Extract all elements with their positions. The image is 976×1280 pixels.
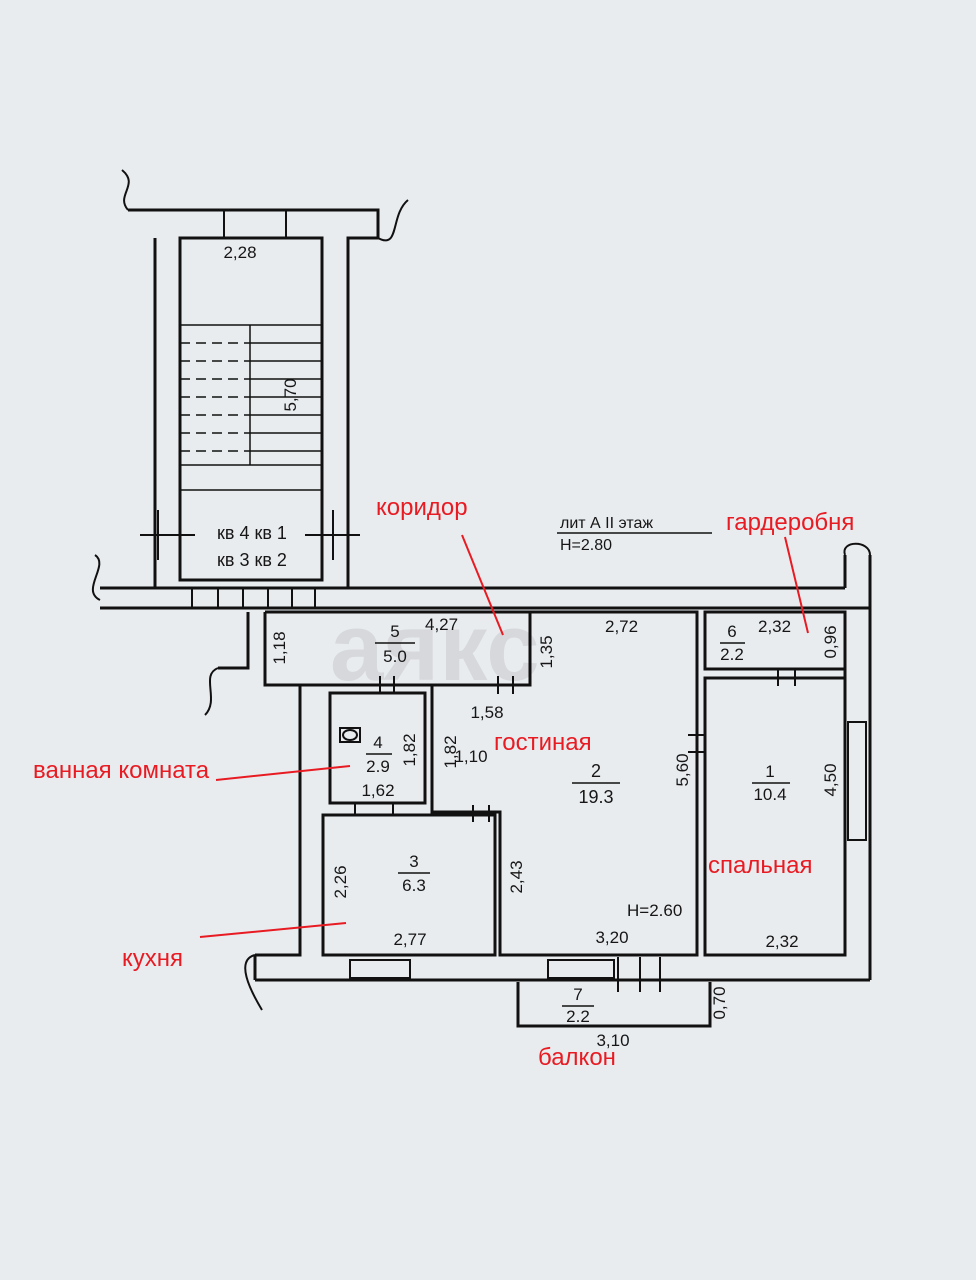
stair-length-dim: 5,70 — [281, 378, 300, 411]
room-2-number: 2 — [591, 761, 601, 781]
room-3-dim-bottom: 2,77 — [393, 930, 426, 949]
ceiling-height: H=2.80 — [560, 537, 612, 554]
room-7-number: 7 — [573, 985, 582, 1004]
room-4-area: 2.9 — [366, 757, 390, 776]
room-3-number: 3 — [409, 852, 418, 871]
room-1-number: 1 — [765, 762, 774, 781]
room-2-dim-side: 2,43 — [507, 860, 526, 893]
room-3: 3 6.3 2,26 2,77 — [331, 852, 430, 949]
label-corridor: коридор — [376, 494, 468, 521]
room-6-dim-top: 2,32 — [758, 617, 791, 636]
room-7-dim-right: 0,70 — [710, 986, 729, 1019]
room-3-dim-left: 2,26 — [331, 865, 350, 898]
room-5: 4,27 5 5.0 1,18 1,35 1,58 — [270, 615, 556, 722]
room-4-dim-bottom: 1,62 — [361, 781, 394, 800]
stairwell: 2,28 5,70 кв 4 кв 1 кв 3 кв 2 — [121, 169, 409, 588]
label-living-room: гостиная — [494, 729, 592, 756]
floor-title: лит А II этаж — [560, 515, 653, 532]
room-2-height: H=2.60 — [627, 901, 682, 920]
room-3-area: 6.3 — [402, 876, 426, 895]
room-6-dim-right: 0,96 — [821, 625, 840, 658]
label-bathroom: ванная комната — [33, 757, 210, 784]
room-2-dim-bottom: 3,20 — [595, 928, 628, 947]
room-5-dim-top: 4,27 — [425, 615, 458, 634]
room-7-dim-bottom: 3,10 — [596, 1031, 629, 1050]
apartment-labels-row2: кв 3 кв 2 — [217, 550, 287, 570]
room-7-area: 2.2 — [566, 1007, 590, 1026]
room-6-area: 2.2 — [720, 645, 744, 664]
label-wardrobe: гардеробня — [726, 509, 854, 536]
room-7: 7 2.2 3,10 0,70 — [562, 985, 729, 1050]
room-5-dim-left: 1,18 — [270, 631, 289, 664]
room-1-dim-bottom: 2,32 — [765, 932, 798, 951]
room-2-dim-top: 2,72 — [605, 617, 638, 636]
room-4-number: 4 — [373, 733, 382, 752]
label-kitchen: кухня — [122, 945, 183, 972]
room-6: 6 2.2 2,32 0,96 — [720, 617, 840, 664]
room-2-area: 19.3 — [578, 787, 613, 807]
room-2-dim-left: 1,82 — [441, 735, 460, 768]
room-2-dim-inner: 1,10 — [454, 747, 487, 766]
room-6-number: 6 — [727, 622, 736, 641]
room-4-dim-side: 1,82 — [400, 733, 419, 766]
room-4: 4 2.9 1,82 1,62 — [361, 733, 419, 800]
room-5-dim-right: 1,35 — [537, 635, 556, 668]
label-balcony: балкон — [538, 1044, 616, 1071]
apartment-labels-row1: кв 4 кв 1 — [217, 523, 287, 543]
interior-walls — [265, 610, 867, 1028]
label-bedroom: спальная — [708, 852, 812, 879]
room-2-dim-right: 5,60 — [673, 753, 692, 786]
room-5-number: 5 — [390, 622, 399, 641]
room-5-dim-bottom: 1,58 — [470, 703, 503, 722]
room-5-area: 5.0 — [383, 647, 407, 666]
room-1-dim-side: 4,50 — [821, 763, 840, 796]
room-1: 1 10.4 4,50 2,32 — [752, 762, 840, 951]
room-1-area: 10.4 — [753, 785, 786, 804]
room-2: 2,72 2 19.3 5,60 3,20 1,82 1,10 2,43 H=2… — [441, 617, 692, 947]
annotations: коридор гардеробня гостиная ванная комна… — [33, 494, 854, 1071]
stair-top-dim: 2,28 — [223, 243, 256, 262]
